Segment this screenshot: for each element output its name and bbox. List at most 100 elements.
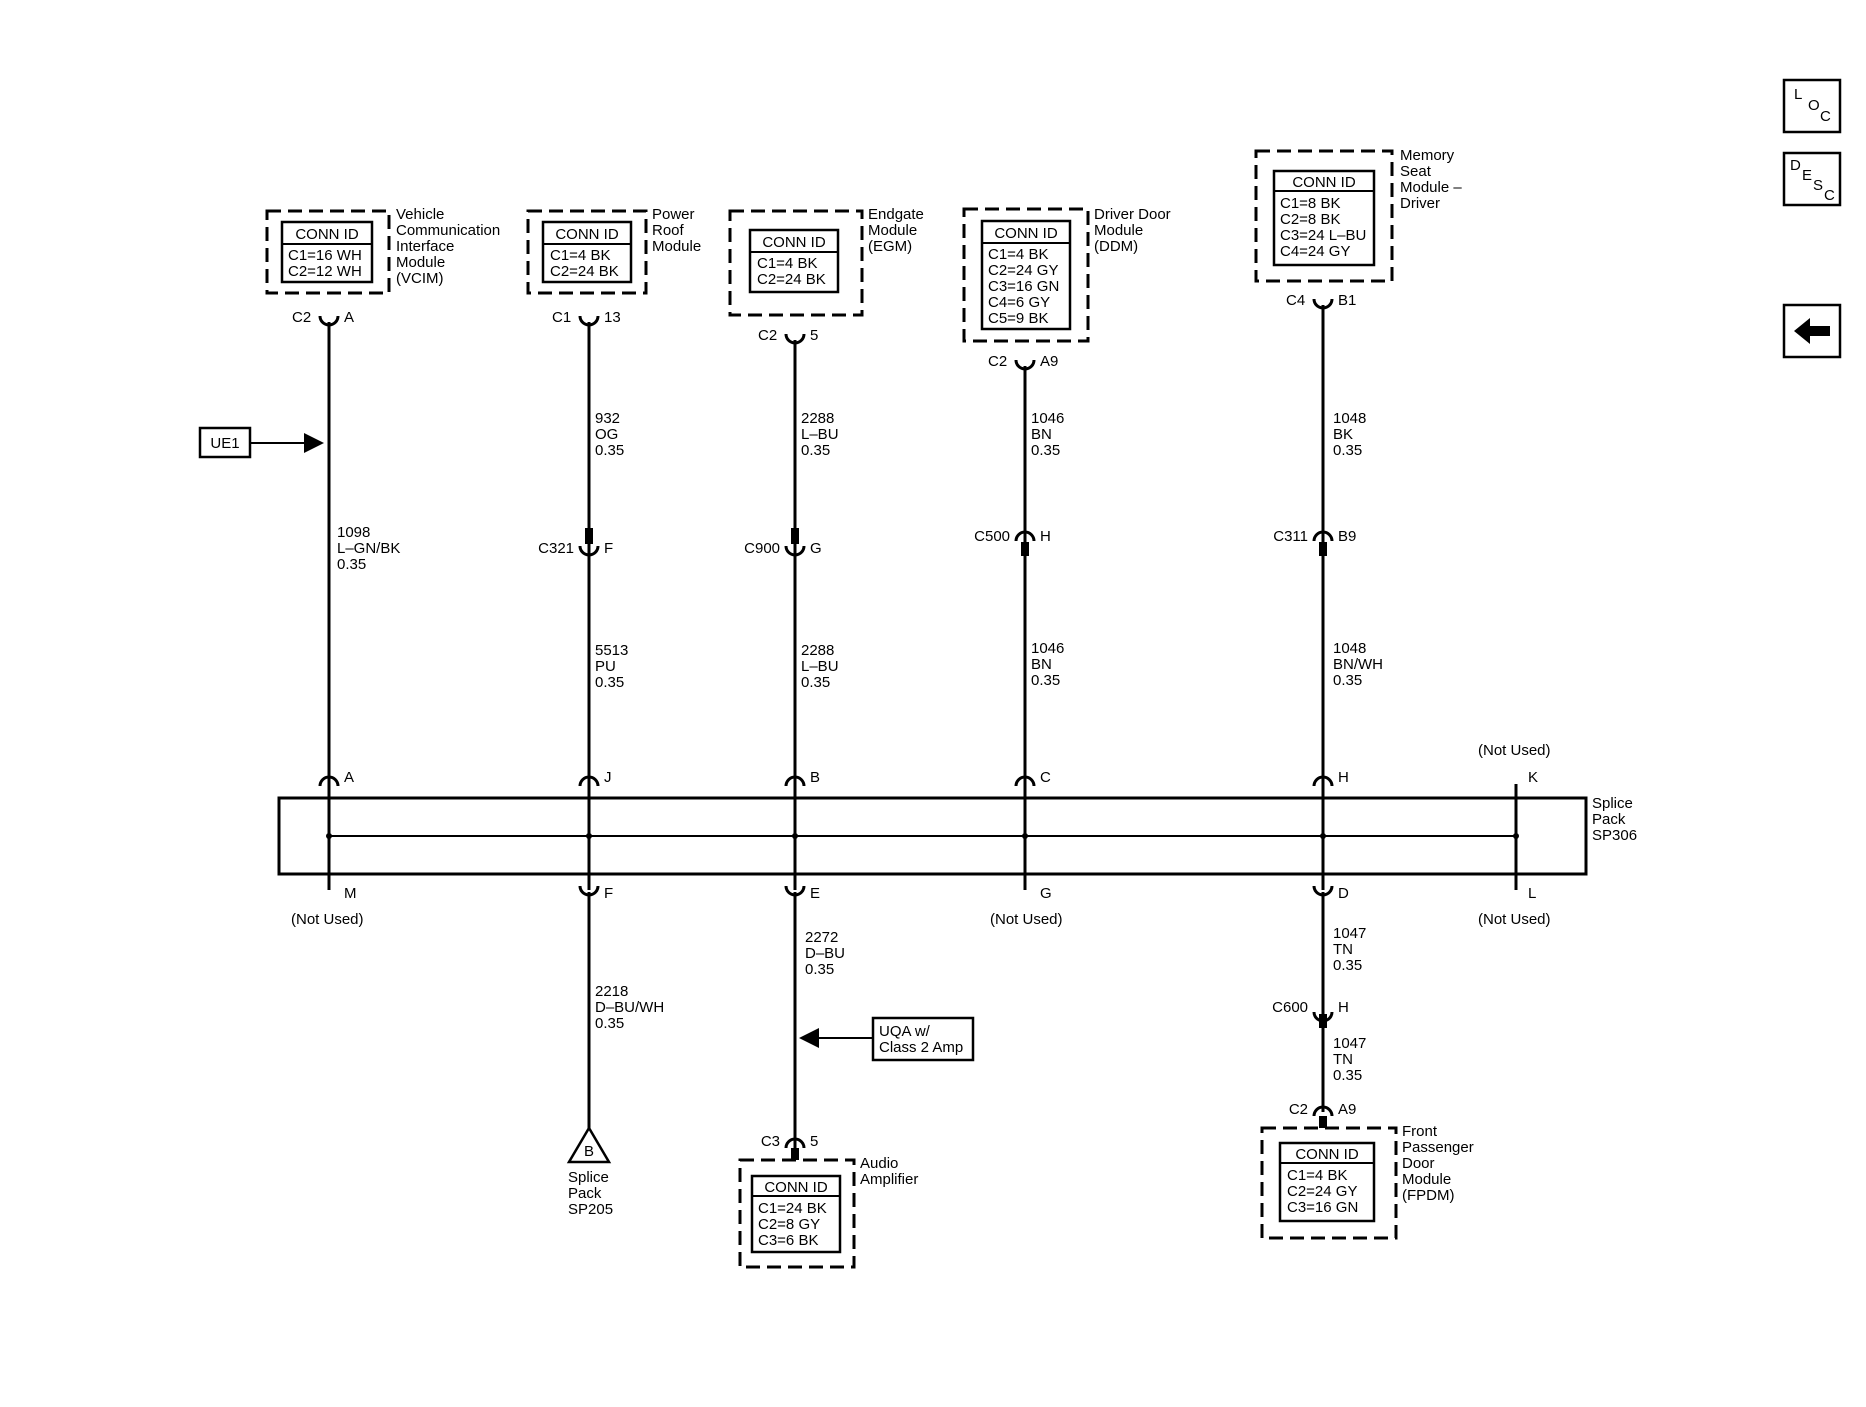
splice-pack-sp306: Splice Pack SP306: [277, 795, 1637, 876]
module-name-line: Front: [1402, 1123, 1438, 1140]
conn-row: C3=16 GN: [1287, 1199, 1358, 1216]
circuit-number: 5513: [595, 642, 628, 659]
conn-row: C5=9 BK: [988, 310, 1048, 327]
module-name-line: (DDM): [1094, 238, 1138, 255]
loc-letter-1: L: [1794, 86, 1802, 103]
circuit-number: 2288: [801, 410, 834, 427]
back-button[interactable]: [1782, 303, 1842, 359]
module-name-line: (FPDM): [1402, 1187, 1455, 1204]
connector-id: C600: [1272, 999, 1308, 1016]
inline-connector-c600: C600 H: [1272, 999, 1349, 1028]
module-name-line: Module: [868, 222, 917, 239]
module-name-line: Module: [1402, 1171, 1451, 1188]
wire-label-ddm-mid: 1046 BN 0.35: [1031, 640, 1064, 689]
conn-id-header: CONN ID: [1295, 1146, 1359, 1163]
wire-label-fpdm-1: 1047 TN 0.35: [1333, 925, 1366, 974]
circuit-number: 2218: [595, 983, 628, 1000]
module-audio-amplifier: CONN ID C1=24 BK C2=8 GY C3=6 BK Audio A…: [738, 1155, 918, 1269]
uqa-label-line: Class 2 Amp: [879, 1039, 963, 1056]
splice-name-line: Pack: [568, 1185, 602, 1202]
circuit-number: 1046: [1031, 640, 1064, 657]
module-name-line: Module: [652, 238, 701, 255]
splice-pin: E: [810, 885, 820, 902]
module-name-line: Driver Door: [1094, 206, 1171, 223]
wire-gauge: 0.35: [805, 961, 834, 978]
wire-label-ddm-upper: 1046 BN 0.35: [1031, 410, 1064, 459]
circuit-number: 932: [595, 410, 620, 427]
splice-pin: K: [1528, 769, 1538, 786]
conn-row: C4=6 GY: [988, 294, 1050, 311]
conn-row: C1=8 BK: [1280, 195, 1340, 212]
module-name-line: Audio: [860, 1155, 898, 1172]
pin-connector: C4: [1286, 292, 1305, 309]
wire-gauge: 0.35: [801, 674, 830, 691]
wire-lines-lower: [587, 892, 1325, 1148]
connector-id: C500: [974, 528, 1010, 545]
pins-egm-top: C2 5: [758, 327, 818, 345]
conn-row: C1=4 BK: [550, 247, 610, 264]
conn-row: C1=24 BK: [758, 1200, 827, 1217]
circuit-number: 2272: [805, 929, 838, 946]
loc-button[interactable]: L O C: [1782, 78, 1842, 134]
desc-letter-3: S: [1813, 177, 1823, 194]
loc-letter-2: O: [1808, 97, 1820, 114]
ue1-label: UE1: [210, 435, 239, 452]
splice-letter: B: [584, 1143, 594, 1160]
splice-pin: L: [1528, 885, 1536, 902]
circuit-number: 1098: [337, 524, 370, 541]
not-used-label: (Not Used): [291, 911, 364, 928]
inline-connector-c321: C321 F: [538, 528, 613, 557]
module-name-line: Interface: [396, 238, 454, 255]
pin-connector: C2: [758, 327, 777, 344]
wire-gauge: 0.35: [1031, 672, 1060, 689]
module-endgate: CONN ID C1=4 BK C2=24 BK Endgate Module …: [728, 206, 924, 317]
wire-gauge: 0.35: [595, 442, 624, 459]
conn-row: C1=4 BK: [1287, 1167, 1347, 1184]
module-vcim: CONN ID C1=16 WH C2=12 WH Vehicle Commun…: [265, 206, 500, 295]
module-name-line: Driver: [1400, 195, 1440, 212]
wire-color: PU: [595, 658, 616, 675]
wire-color: L–BU: [801, 658, 839, 675]
conn-row: C2=8 BK: [1280, 211, 1340, 228]
conn-row: C2=8 GY: [758, 1216, 820, 1233]
wire-color: BK: [1333, 426, 1353, 443]
module-name-line: Amplifier: [860, 1171, 918, 1188]
conn-row: C1=4 BK: [988, 246, 1048, 263]
module-name-line: Door: [1402, 1155, 1435, 1172]
connector-id: C321: [538, 540, 574, 557]
wire-color: L–GN/BK: [337, 540, 400, 557]
circuit-number: 1047: [1333, 925, 1366, 942]
wire-gauge: 0.35: [1031, 442, 1060, 459]
circuit-number: 1048: [1333, 410, 1366, 427]
connector-id: C311: [1273, 528, 1308, 545]
splice-pin: C: [1040, 769, 1051, 786]
wire-gauge: 0.35: [337, 556, 366, 573]
wire-label-msm-upper: 1048 BK 0.35: [1333, 410, 1366, 459]
wire-color: BN: [1031, 426, 1052, 443]
not-used-label: (Not Used): [1478, 742, 1551, 759]
circuit-number: 1046: [1031, 410, 1064, 427]
conn-row: C2=12 WH: [288, 263, 362, 280]
desc-button[interactable]: D E S C: [1782, 151, 1842, 207]
circuit-number: 1047: [1333, 1035, 1366, 1052]
pin-number: 5: [810, 1133, 818, 1150]
pins-amp: C3 5: [761, 1133, 818, 1160]
module-name-line: Passenger: [1402, 1139, 1474, 1156]
pins-fpdm: C2 A9: [1289, 1101, 1356, 1128]
conn-id-header: CONN ID: [764, 1179, 828, 1196]
circuit-number: 2288: [801, 642, 834, 659]
module-name-line: Module: [1094, 222, 1143, 239]
not-used-label: (Not Used): [1478, 911, 1551, 928]
pin-connector: C3: [761, 1133, 780, 1150]
module-name-line: Seat: [1400, 163, 1432, 180]
module-name-line: Roof: [652, 222, 685, 239]
conn-row: C2=24 BK: [757, 271, 826, 288]
pin-connector: C2: [1289, 1101, 1308, 1118]
pin-number: A: [344, 309, 354, 326]
wire-label-egm-upper: 2288 L–BU 0.35: [801, 410, 839, 459]
wire-gauge: 0.35: [595, 674, 624, 691]
wire-label-msm-mid: 1048 BN/WH 0.35: [1333, 640, 1383, 689]
pin-connector: C1: [552, 309, 571, 326]
wire-label-prm-mid: 5513 PU 0.35: [595, 642, 628, 691]
module-name-line: Vehicle: [396, 206, 444, 223]
